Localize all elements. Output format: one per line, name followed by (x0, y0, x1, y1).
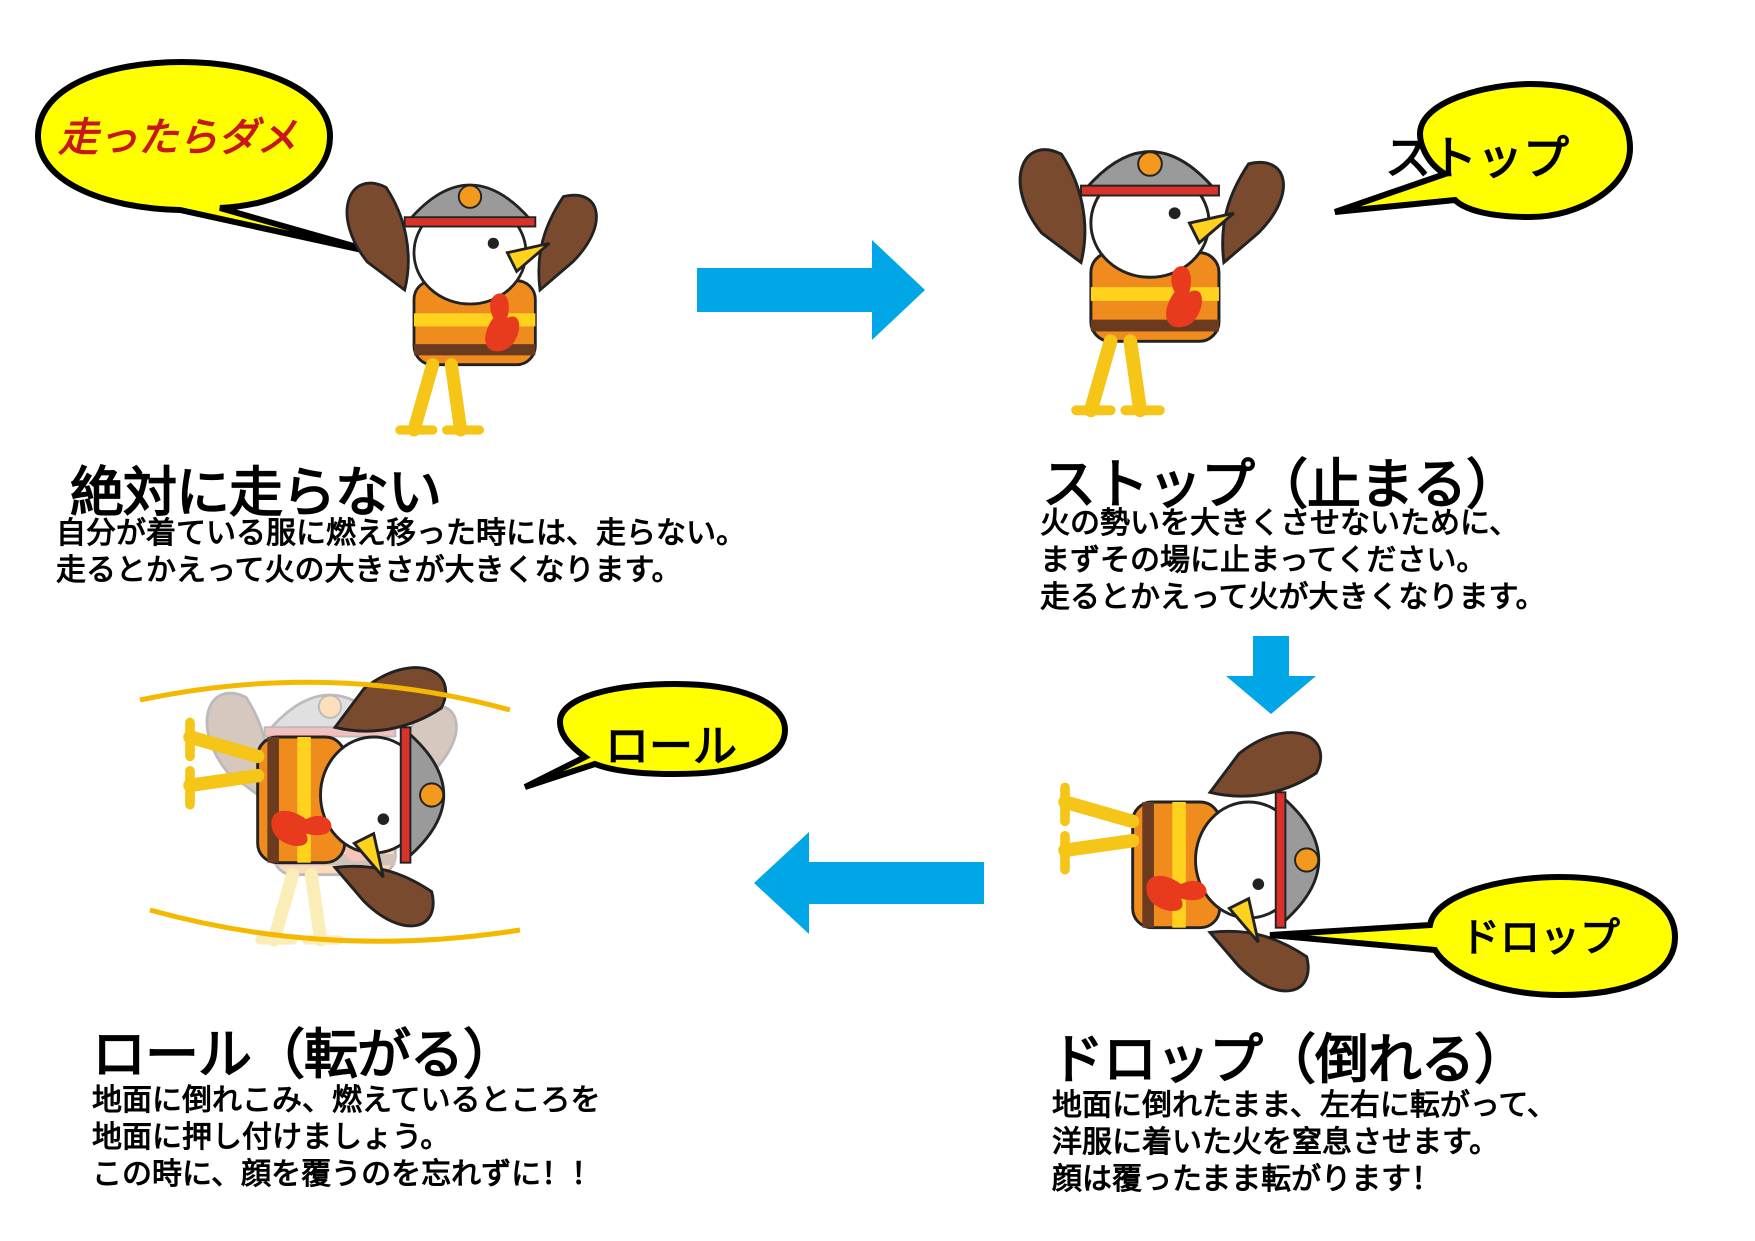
description-line: 顔は覆ったまま転がります！ (1052, 1162, 1442, 1197)
bubble-text: 走ったらダメ (58, 115, 297, 161)
arrow-right-icon (697, 240, 925, 340)
description-line: 地面に倒れこみ、燃えているところを (92, 1083, 601, 1118)
description-line: 走るとかえって火の大きさが大きくなります。 (56, 553, 682, 588)
step-description: 自分が着ている服に燃え移った時には、走らない。 走るとかえって火の大きさが大きく… (56, 515, 746, 589)
step-description: 地面に倒れたまま、左右に転がって、 洋服に着いた火を窒息させます。 顔は覆ったま… (1052, 1087, 1557, 1198)
speech-bubble (34, 58, 386, 258)
description-line: この時に、顔を覆うのを忘れずに！！ (92, 1157, 602, 1192)
arrow-left-icon (754, 832, 984, 934)
step-description: 地面に倒れこみ、燃えているところを 地面に押し付けましょう。 この時に、顔を覆う… (92, 1082, 601, 1193)
step-title: ドロップ（倒れる） (1050, 1028, 1528, 1091)
bubble-text: ストップ (1385, 131, 1569, 185)
step-title: ロール（転がる） (92, 1023, 517, 1086)
description-line: 走るとかえって火が大きくなります。 (1040, 580, 1546, 615)
description-line: 地面に倒れたまま、左右に転がって、 (1052, 1088, 1557, 1123)
speech-bubble (523, 680, 789, 790)
description-line: 火の勢いを大きくさせないために、 (1040, 506, 1520, 541)
speech-bubble (1269, 873, 1679, 999)
mascot-running-image (330, 100, 610, 480)
description-line: まずその場に止まってください。 (1040, 543, 1487, 578)
step-title: 絶対に走らない (70, 461, 442, 524)
description-line: 自分が着ている服に燃え移った時には、走らない。 (56, 516, 746, 551)
arrow-down-icon (1226, 636, 1316, 714)
step-title: ストップ（止まる） (1042, 453, 1520, 516)
mascot-rolling-image (139, 580, 521, 1020)
bubble-text: ロール (605, 721, 737, 772)
description-line: 洋服に着いた火を窒息させます。 (1052, 1125, 1499, 1160)
bubble-text: ドロップ (1460, 915, 1620, 961)
description-line: 地面に押し付けましょう。 (92, 1120, 451, 1155)
speech-bubble (1334, 80, 1634, 221)
step-description: 火の勢いを大きくさせないために、 まずその場に止まってください。 走るとかえって… (1040, 505, 1546, 616)
